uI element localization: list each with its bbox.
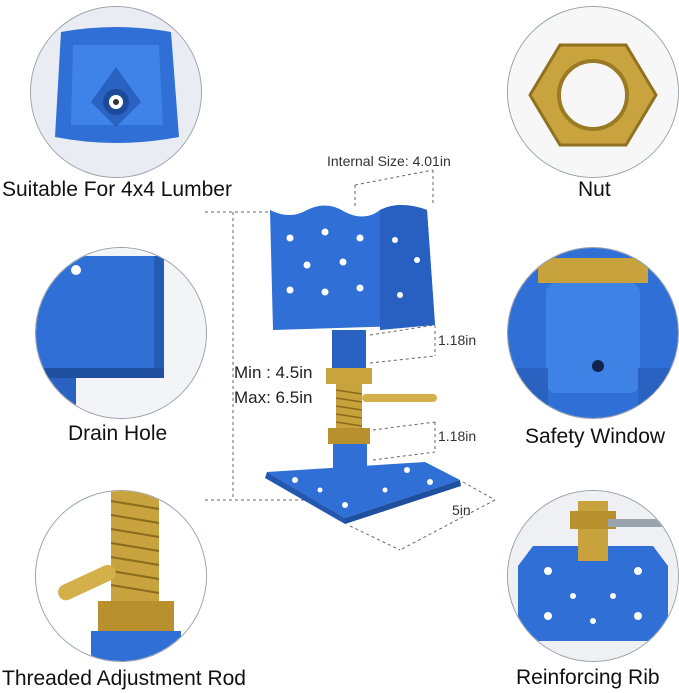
- max-height-label: Max: 6.5in: [234, 388, 313, 407]
- safety-window-photo: [507, 247, 679, 419]
- callout-safety-window-label: Safety Window: [525, 425, 666, 448]
- threaded-rod-photo: [35, 490, 207, 662]
- callout-threaded-rod-label: Threaded Adjustment Rod: [2, 667, 246, 690]
- drain-hole-photo: [35, 247, 207, 419]
- upper-gap-label: 1.18in: [438, 332, 477, 348]
- lower-gap-label: 1.18in: [438, 428, 477, 444]
- callout-reinforcing-rib-label: Reinforcing Rib: [516, 666, 660, 689]
- reinforcing-rib-photo: [507, 490, 679, 662]
- callout-drain-hole-label: Drain Hole: [68, 422, 168, 445]
- post-base-product-illustration: [205, 169, 496, 551]
- internal-size-label: Internal Size: 4.01in: [327, 153, 451, 169]
- min-height-label: Min : 4.5in: [234, 363, 313, 382]
- nut-photo: [507, 6, 679, 178]
- callout-nut-label: Nut: [578, 178, 611, 201]
- base-width-label: 5in: [452, 502, 471, 518]
- callout-lumber-label: Suitable For 4x4 Lumber: [2, 178, 232, 201]
- bracket-top-view-photo: [30, 6, 202, 178]
